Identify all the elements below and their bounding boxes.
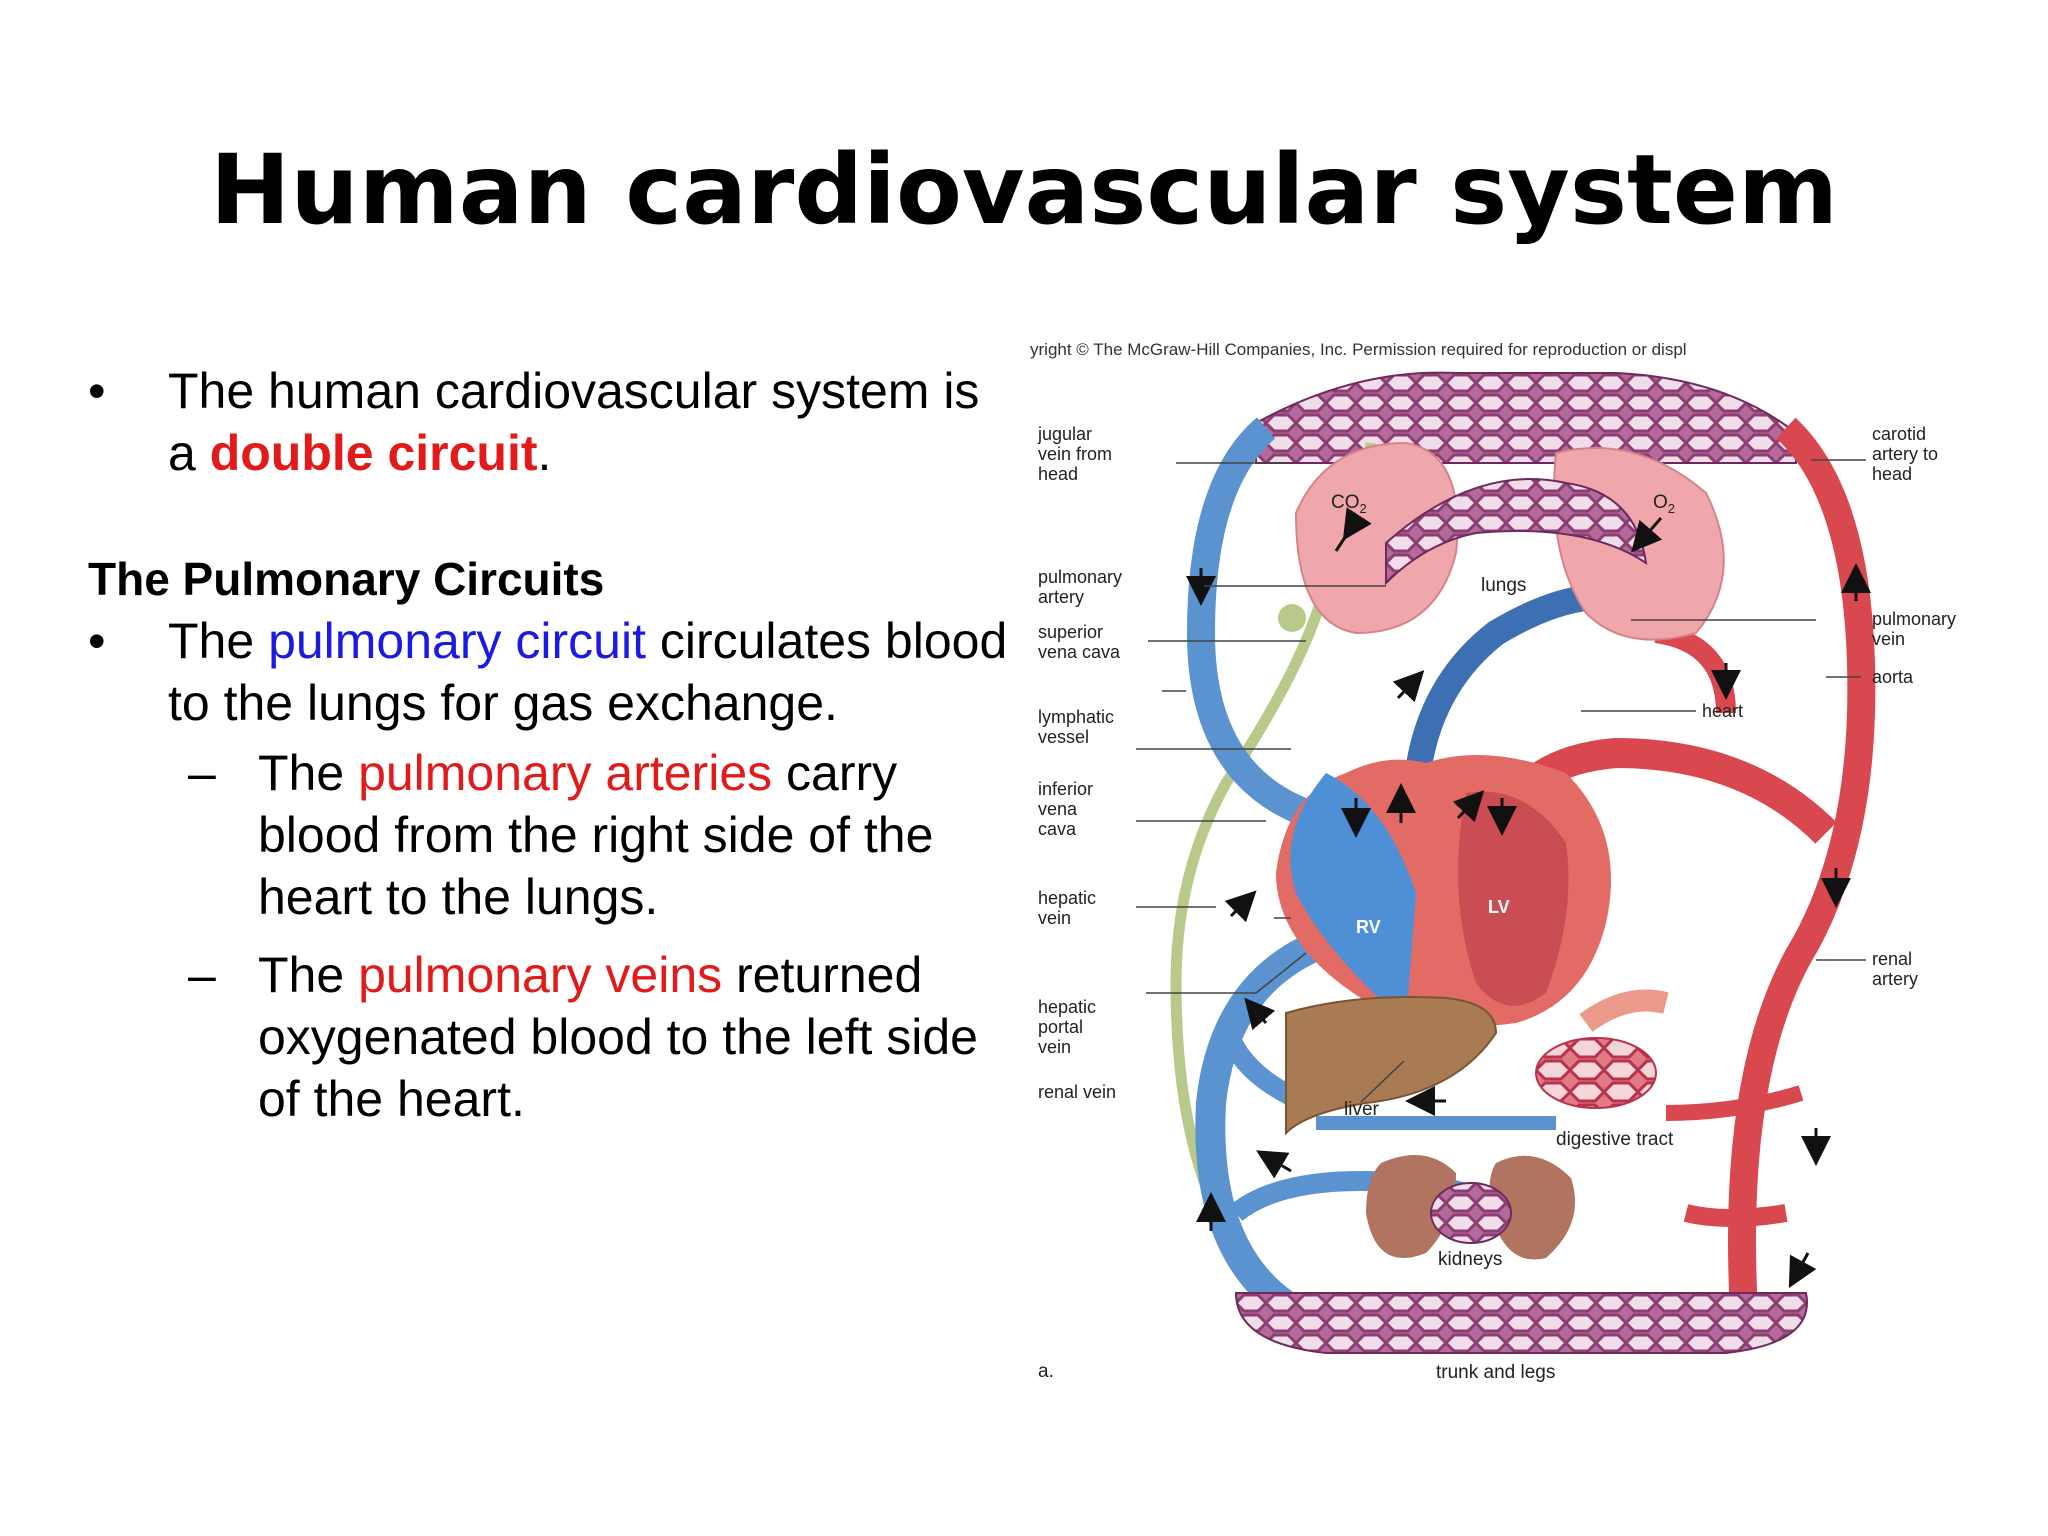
label-trunk-and-legs: trunk and legs — [1436, 1362, 1555, 1383]
label-inferior-vena-cava-3: cava — [1038, 819, 1077, 839]
label-pulmonary-artery-1: pulmonary — [1038, 567, 1122, 587]
label-carotid-1: carotid — [1872, 424, 1926, 444]
bullet-text-end: . — [537, 425, 552, 481]
label-jugular-2: vein from — [1038, 444, 1112, 464]
kidneys-organ — [1366, 1155, 1576, 1260]
label-superior-vena-cava-1: superior — [1038, 622, 1103, 642]
label-pulmonary-vein-2: vein — [1872, 629, 1905, 649]
label-superior-vena-cava-2: vena cava — [1038, 642, 1121, 662]
label-inferior-vena-cava-2: vena — [1038, 799, 1078, 819]
head-capillaries — [1255, 371, 1797, 464]
highlight-pulmonary-circuit: pulmonary circuit — [268, 613, 646, 669]
highlight-pulmonary-arteries: pulmonary arteries — [358, 745, 773, 801]
label-inferior-vena-cava-1: inferior — [1038, 779, 1093, 799]
label-hepatic-portal-2: portal — [1038, 1017, 1083, 1037]
bullet-text: The — [168, 613, 269, 669]
lungs-organ — [1294, 441, 1725, 641]
section-heading: The Pulmonary Circuits — [88, 553, 605, 605]
label-liver: liver — [1344, 1099, 1380, 1120]
sub-bullet-arteries: – The pulmonary arteries carry blood fro… — [88, 742, 1018, 928]
label-renal-artery-2: artery — [1872, 969, 1918, 989]
label-carotid-3: head — [1872, 464, 1912, 484]
text-content: • The human cardiovascular system is a d… — [88, 360, 1018, 1130]
sub-text-end: carry blood from the right side of the h… — [258, 745, 934, 925]
lymph-node — [1278, 604, 1306, 632]
label-hepatic-vein-1: hepatic — [1038, 888, 1096, 908]
sub-text: The — [258, 745, 359, 801]
sub-bullet-veins: – The pulmonary veins returned oxygenate… — [88, 944, 1018, 1130]
o2-subscript: 2 — [1668, 501, 1675, 516]
label-lymphatic-1: lymphatic — [1038, 707, 1114, 727]
label-aorta: aorta — [1872, 667, 1914, 687]
label-hepatic-vein-2: vein — [1038, 908, 1071, 928]
label-heart: heart — [1702, 701, 1743, 721]
bullet-pulmonary-circuit: • The pulmonary circuit circulates blood… — [88, 610, 1018, 734]
label-carotid-2: artery to — [1872, 444, 1938, 464]
o2-arrow — [1631, 517, 1663, 553]
bullet-glyph: • — [88, 363, 106, 419]
trunk-legs-capillaries — [1234, 1292, 1808, 1354]
co2-text: CO — [1331, 492, 1360, 513]
bullet-double-circuit: • The human cardiovascular system is a d… — [88, 360, 1018, 484]
leader-lines — [1136, 459, 1866, 1103]
label-panel: a. — [1038, 1361, 1054, 1382]
dash-glyph: – — [188, 745, 216, 801]
label-jugular-3: head — [1038, 464, 1078, 484]
label-lungs: lungs — [1481, 575, 1526, 596]
bullet-text: The human cardiovascular system is a — [168, 363, 980, 481]
o2-text: O — [1653, 492, 1668, 513]
label-renal-artery-1: renal — [1872, 949, 1912, 969]
label-pulmonary-vein-1: pulmonary — [1872, 609, 1956, 629]
sub-text: The — [258, 947, 359, 1003]
copyright-line: yright © The McGraw-Hill Companies, Inc.… — [1030, 340, 1687, 359]
flow-arrows — [1186, 563, 1871, 1289]
label-lymphatic-2: vessel — [1038, 727, 1089, 747]
label-lv: LV — [1488, 897, 1510, 917]
dash-glyph: – — [188, 947, 216, 1003]
circulation-diagram: yright © The McGraw-Hill Companies, Inc.… — [1030, 340, 1956, 1383]
bullet-glyph: • — [88, 613, 106, 669]
heart-organ — [1276, 755, 1611, 1027]
label-pulmonary-artery-2: artery — [1038, 587, 1084, 607]
bullet-text-end: circulates blood to the lungs for gas ex… — [168, 613, 1008, 731]
liver-organ — [1285, 996, 1498, 1136]
label-o2: O2 — [1653, 492, 1675, 516]
label-kidneys: kidneys — [1438, 1249, 1502, 1270]
label-jugular-1: jugular — [1037, 424, 1092, 444]
label-hepatic-portal-1: hepatic — [1038, 997, 1096, 1017]
digestive-tract-organ — [1535, 989, 1669, 1109]
sub-text-end: returned oxygenated blood to the left si… — [258, 947, 978, 1127]
page-title: Human cardiovascular system — [210, 134, 1838, 246]
label-renal-vein: renal vein — [1038, 1082, 1116, 1102]
co2-subscript: 2 — [1360, 501, 1367, 516]
co2-arrow — [1334, 507, 1372, 552]
highlight-double-circuit: double circuit — [209, 425, 538, 481]
label-digestive-tract: digestive tract — [1556, 1129, 1674, 1150]
label-hepatic-portal-3: vein — [1038, 1037, 1071, 1057]
label-rv: RV — [1356, 917, 1381, 937]
highlight-pulmonary-veins: pulmonary veins — [358, 947, 723, 1003]
